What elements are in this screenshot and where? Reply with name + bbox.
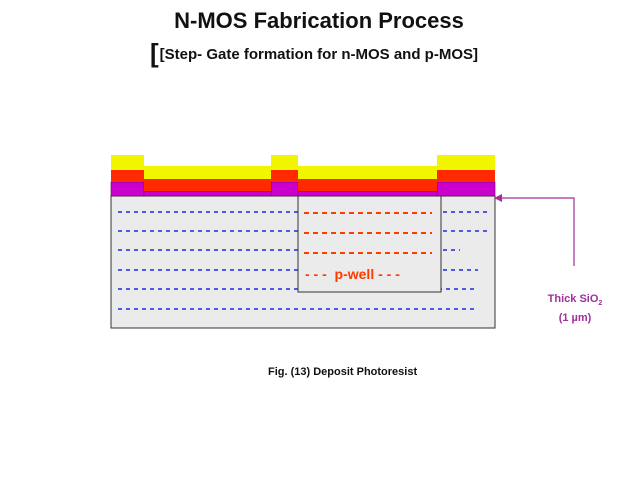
thick-sio2-callout: Thick SiO2 (1 µm) (530, 292, 620, 326)
callout-line1: Thick SiO (547, 293, 599, 305)
subtitle-bracket: [ (150, 38, 159, 68)
p-well-dashes (304, 212, 432, 254)
callout-line2: (1 µm) (558, 312, 592, 325)
subtitle-text: [Step- Gate formation for n-MOS and p-MO… (159, 46, 478, 63)
page-subtitle: [[Step- Gate formation for n-MOS and p-M… (150, 38, 478, 69)
p-well-label: - - - p-well - - - (305, 266, 400, 282)
figure-caption: Fig. (13) Deposit Photoresist (268, 366, 418, 378)
callout-line1-sub: 2 (598, 300, 603, 308)
polysilicon-layer (111, 170, 495, 191)
callout-arrow (498, 197, 575, 266)
page-title: N-MOS Fabrication Process (174, 8, 464, 33)
field-oxide (110, 181, 496, 197)
callout-arrowhead (494, 194, 502, 202)
photoresist-layer (111, 155, 495, 179)
